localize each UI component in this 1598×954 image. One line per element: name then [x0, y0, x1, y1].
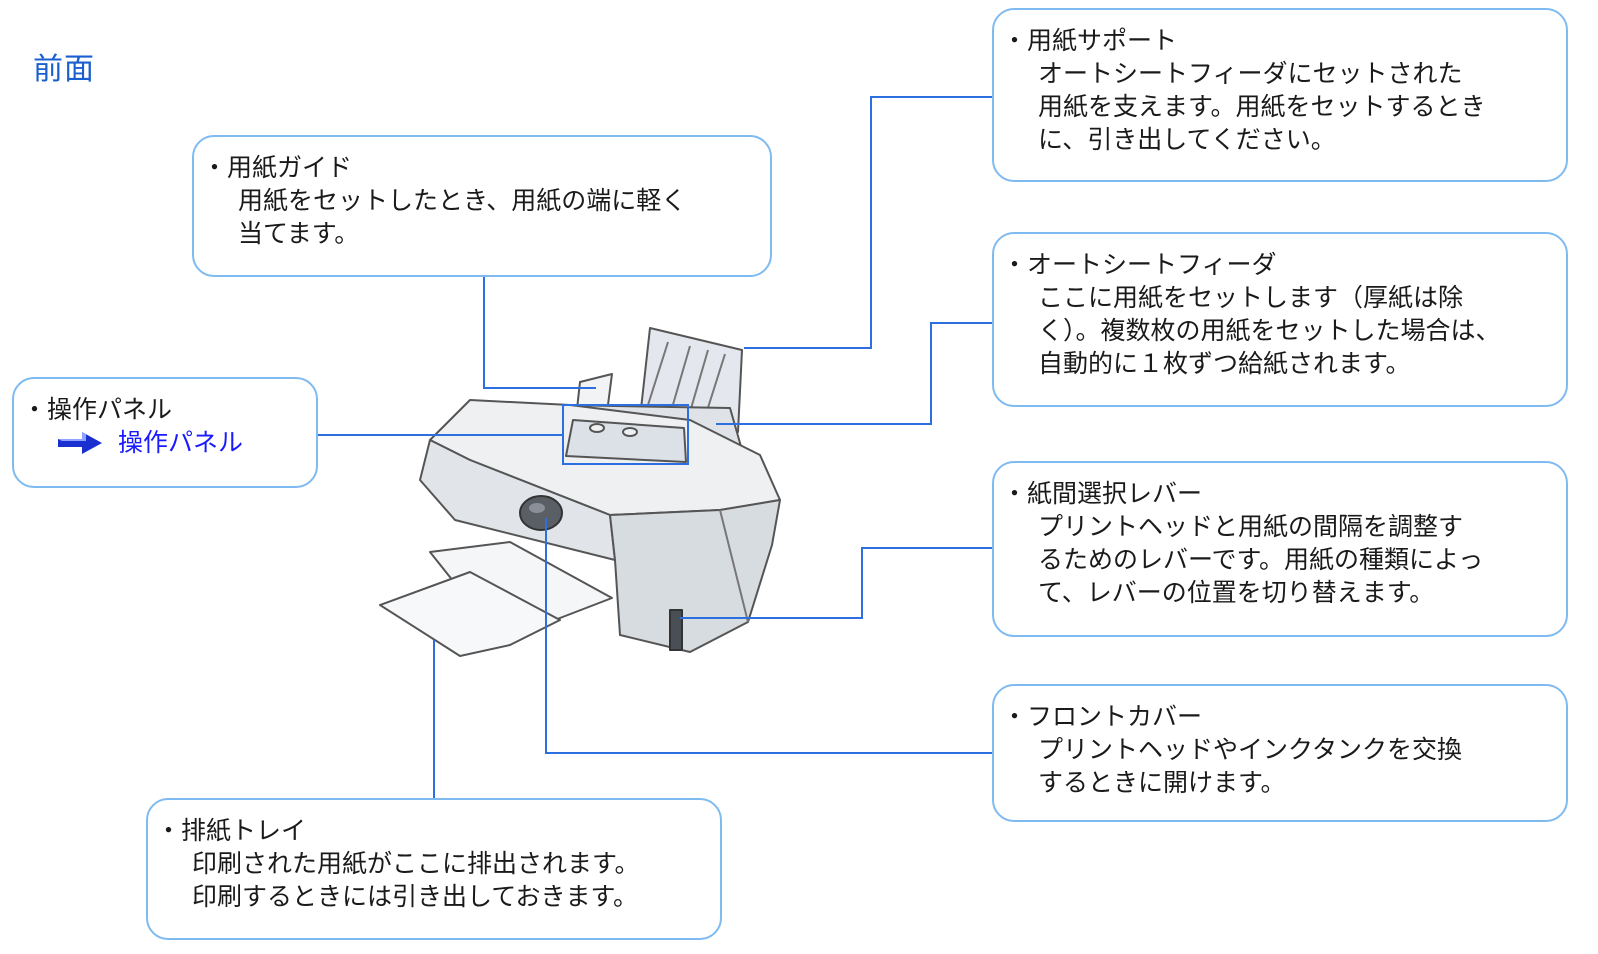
callout-paper-output-tray: 排紙トレイ 印刷された用紙がここに排出されます。 印刷するときには引き出しておき…: [146, 798, 722, 940]
callout-title: 紙間選択レバー: [1016, 477, 1548, 510]
callout-title: 操作パネル: [36, 393, 298, 426]
callout-paper-thickness-lever: 紙間選択レバー プリントヘッドと用紙の間隔を調整す るためのレバーです。用紙の種…: [992, 461, 1568, 637]
callout-description: オートシートフィーダにセットされた 用紙を支えます。用紙をセットするとき に、引…: [1038, 59, 1486, 154]
link-label[interactable]: 操作パネル: [118, 428, 244, 457]
leader-paper-thickness-lever: [680, 547, 994, 619]
callout-front-cover: フロントカバー プリントヘッドやインクタンクを交換 するときに開けます。: [992, 684, 1568, 822]
control-panel-link[interactable]: 操作パネル: [36, 426, 298, 459]
page-title: 前面: [33, 52, 95, 87]
callout-description: プリントヘッドと用紙の間隔を調整す るためのレバーです。用紙の種類によっ て、レ…: [1038, 512, 1484, 607]
callout-title: 用紙サポート: [1016, 24, 1548, 57]
callout-title: オートシートフィーダ: [1016, 248, 1548, 281]
callout-title: 排紙トレイ: [170, 814, 702, 847]
callout-title: フロントカバー: [1016, 700, 1548, 733]
callout-description: ここに用紙をセットします（厚紙は除 く）。複数枚の用紙をセットした場合は、 自動…: [1038, 283, 1501, 378]
control-panel-highlight: [562, 404, 689, 465]
callout-title: 用紙ガイド: [216, 151, 752, 184]
arrow-right-icon: [58, 431, 102, 454]
callout-auto-sheet-feeder: オートシートフィーダ ここに用紙をセットします（厚紙は除 く）。複数枚の用紙をセ…: [992, 232, 1568, 407]
leader-front-cover: [545, 518, 994, 754]
printer-illustration: [379, 327, 781, 657]
callout-paper-guide: 用紙ガイド 用紙をセットしたとき、用紙の端に軽く 当てます。: [192, 135, 772, 277]
leader-paper-guide: [483, 277, 596, 389]
leader-lines: [318, 96, 994, 800]
callout-paper-support: 用紙サポート オートシートフィーダにセットされた 用紙を支えます。用紙をセットす…: [992, 8, 1568, 182]
callout-description: 印刷された用紙がここに排出されます。 印刷するときには引き出しておきます。: [192, 849, 640, 911]
callout-description: プリントヘッドやインクタンクを交換 するときに開けます。: [1038, 735, 1463, 797]
callout-description: 用紙をセットしたとき、用紙の端に軽く 当てます。: [238, 186, 687, 248]
leader-paper-support: [744, 96, 994, 349]
callout-control-panel: 操作パネル 操作パネル: [12, 377, 318, 488]
leader-auto-sheet-feeder: [716, 322, 994, 425]
